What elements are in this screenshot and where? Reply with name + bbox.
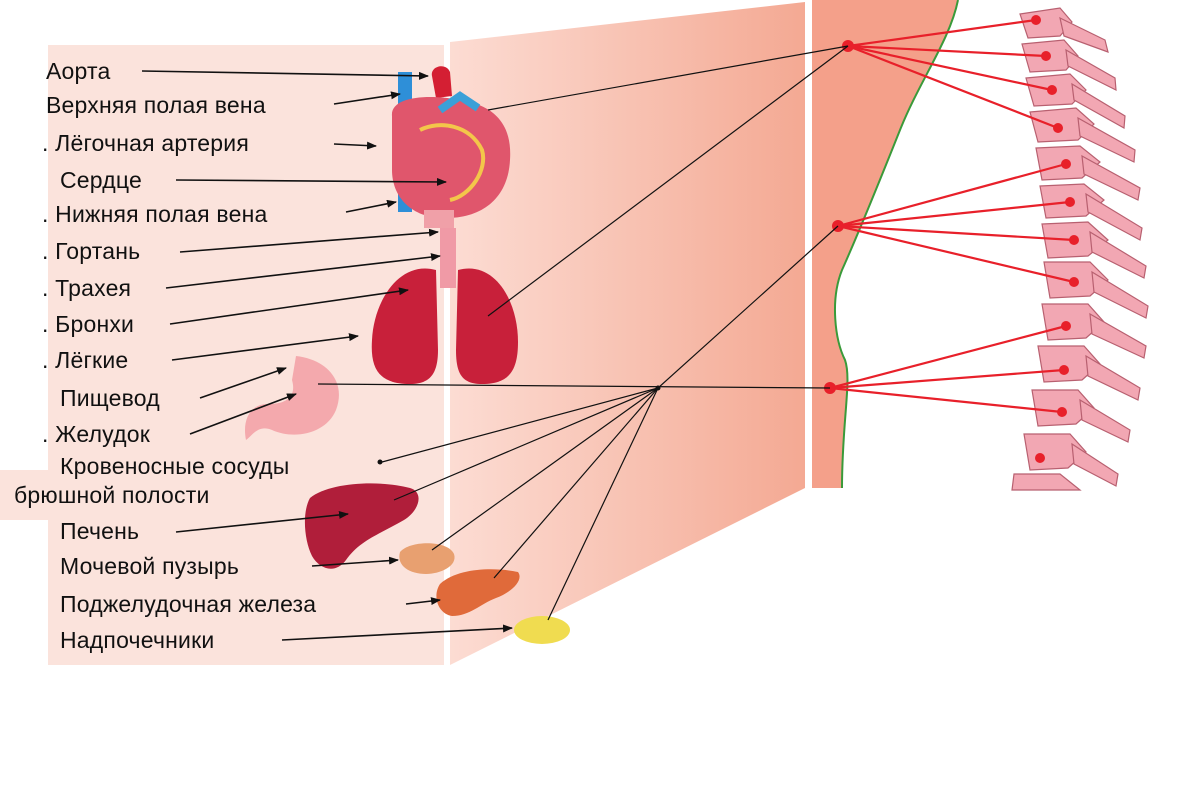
liver-illustration <box>304 483 419 569</box>
label-heart: Сердце <box>60 167 142 193</box>
vertebra <box>1011 7 1149 491</box>
spinal-nodes <box>824 15 1079 463</box>
label-stomach: . Желудок <box>42 421 150 447</box>
left-strip <box>0 470 48 520</box>
label-adrenals: Надпочечники <box>60 627 215 653</box>
nerve-band <box>450 2 805 665</box>
pancreas-illustration <box>436 569 520 616</box>
trachea-illustration <box>440 228 456 288</box>
label-vessels-line1: Кровеносные сосуды <box>60 453 290 479</box>
label-trachea: . Трахея <box>42 275 132 301</box>
label-aorta: Аорта <box>46 58 111 84</box>
label-liver: Печень <box>60 518 140 544</box>
bladder-illustration <box>399 543 455 574</box>
vessels-dot <box>377 459 383 465</box>
label-bronchi: . Бронхи <box>42 311 135 337</box>
label-arrows <box>141 70 513 641</box>
label-bladder: Мочевой пузырь <box>60 553 240 579</box>
body-section <box>812 0 958 488</box>
label-inferior-vena-cava: . Нижняя полая вена <box>42 201 268 227</box>
heart-illustration <box>391 66 511 228</box>
label-esophagus: Пищевод <box>60 385 160 411</box>
label-pancreas: Поджелудочная железа <box>60 591 317 617</box>
nerve-lines <box>829 18 1075 414</box>
label-lungs: . Лёгкие <box>42 347 129 373</box>
organ-nerve-lines <box>317 45 849 621</box>
spine <box>1011 7 1149 491</box>
nerve-junction <box>655 385 661 391</box>
lungs-illustration <box>371 268 518 384</box>
label-pulmonary-artery: . Лёгочная артерия <box>42 130 249 156</box>
label-larynx: . Гортань <box>42 238 141 264</box>
label-vessels-line2: брюшной полости <box>14 482 210 508</box>
label-superior-vena-cava: Верхняя полая вена <box>46 92 266 118</box>
adrenal-illustration <box>514 616 570 644</box>
